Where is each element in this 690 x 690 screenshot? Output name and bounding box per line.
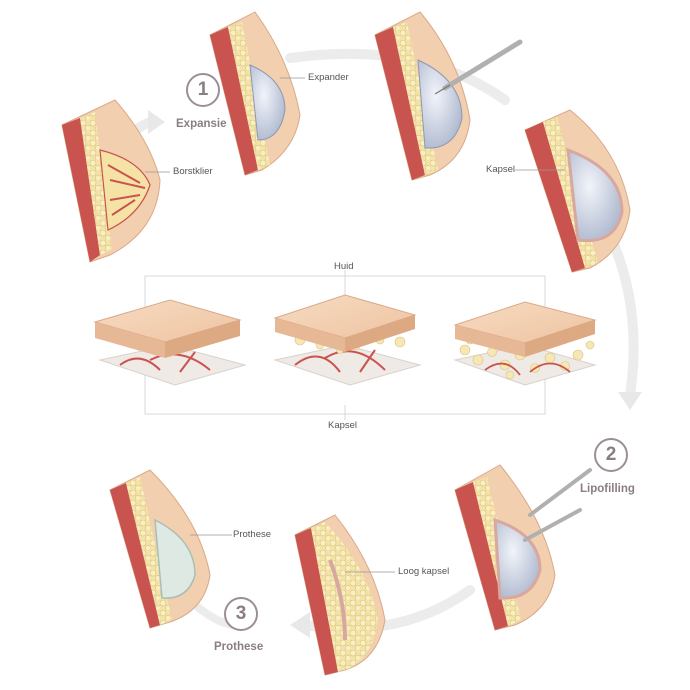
- label-expander: Expander: [308, 72, 349, 83]
- tissue-block-thin-fat: [93, 299, 247, 386]
- breast-section-loose-capsule: [294, 514, 395, 676]
- breast-section-prosthesis: [109, 469, 232, 629]
- step-2-name: Lipofilling: [580, 483, 635, 495]
- label-kapsel-top: Kapsel: [486, 164, 516, 175]
- label-loog-kapsel: Loog kapsel: [398, 566, 450, 577]
- breast-section-expander-injection: [374, 11, 523, 181]
- step-3-name: Prothese: [214, 641, 264, 653]
- breast-section-expander: [209, 11, 305, 176]
- label-huid: Huid: [334, 261, 354, 272]
- tissue-block-medium-fat: [273, 294, 422, 386]
- breast-section-capsule: [515, 109, 631, 273]
- tissue-block-thick-fat: [453, 301, 597, 386]
- label-borstklier: Borstklier: [173, 166, 213, 177]
- step-2-badge: 2: [594, 438, 628, 472]
- step-3-badge: 3: [224, 597, 258, 631]
- label-kapsel-panel: Kapsel: [328, 420, 358, 431]
- syringe-icon: [434, 39, 523, 95]
- step-1-badge: 1: [186, 73, 220, 107]
- breast-section-gland: [61, 99, 161, 263]
- label-prothese: Prothese: [233, 529, 272, 540]
- cannula-icon: [523, 468, 592, 542]
- breast-section-lipofilling: [454, 464, 592, 631]
- step-1-name: Expansie: [176, 118, 227, 130]
